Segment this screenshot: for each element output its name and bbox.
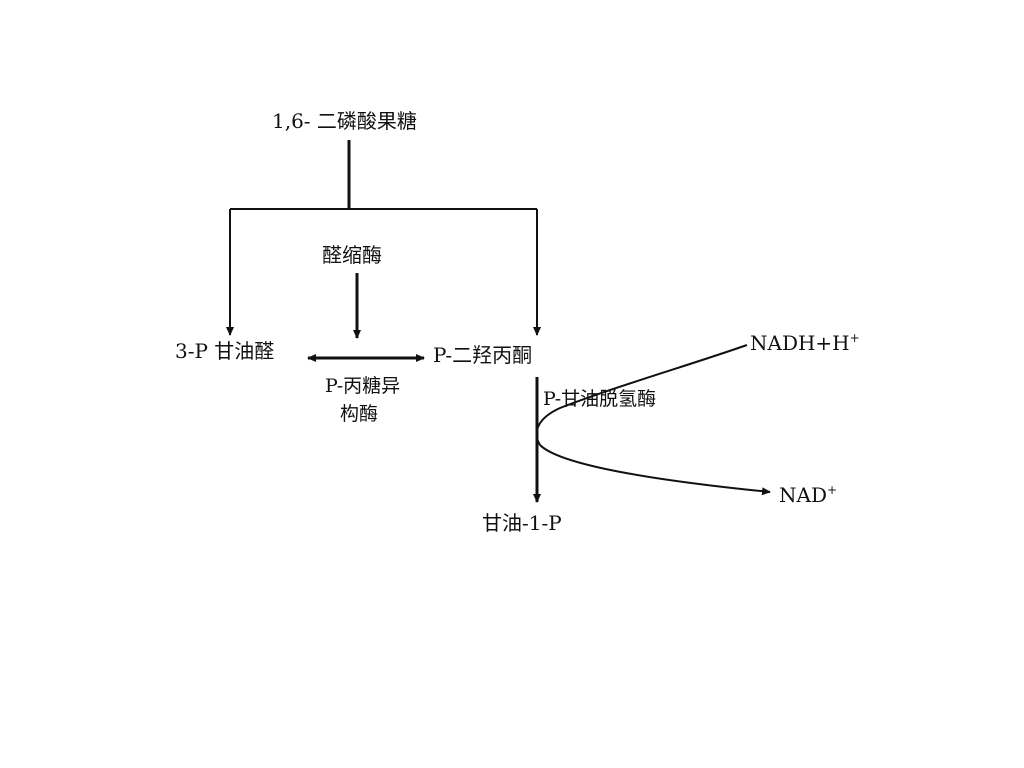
dehydrogenase-label: P-甘油脱氢酶 <box>543 388 656 410</box>
dihydroxyacetone-phosphate-label: P-二羟丙酮 <box>433 343 532 367</box>
fructose-bisphosphate-label: 1,6- 二磷酸果糖 <box>272 109 417 133</box>
nadh-label: NADH+H+ <box>750 331 860 355</box>
glycerol-1-phosphate-label: 甘油-1-P <box>482 511 562 535</box>
nad-label: NAD+ <box>779 483 837 507</box>
aldolase-label: 醛缩酶 <box>322 243 382 267</box>
isomerase-label-line1: P-丙糖异 <box>325 375 400 397</box>
glyceraldehyde-3-phosphate-label: 3-P 甘油醛 <box>175 339 274 363</box>
isomerase-label-line2: 构酶 <box>340 403 378 425</box>
nadh-in-curve <box>535 344 748 446</box>
nad-out-curve <box>539 444 771 496</box>
